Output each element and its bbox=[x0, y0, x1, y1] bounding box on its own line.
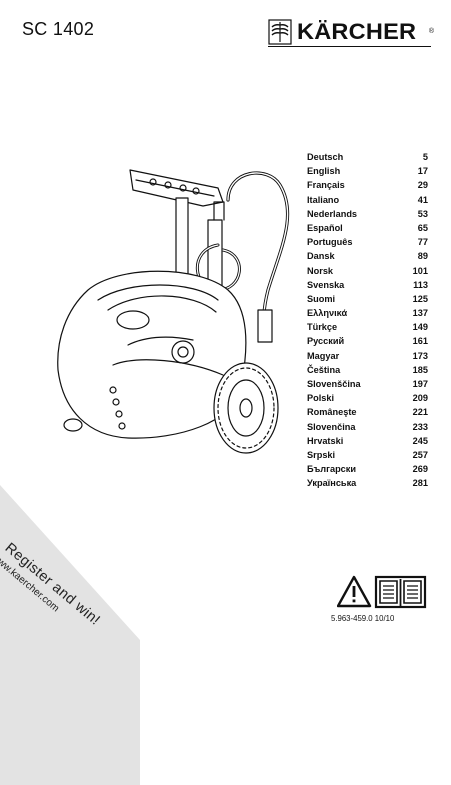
model-number: SC 1402 bbox=[22, 19, 95, 39]
register-banner-shape bbox=[0, 485, 140, 785]
manual-book-icon bbox=[374, 575, 427, 609]
steam-cleaner-illustration bbox=[57, 169, 290, 454]
karcher-emblem-icon bbox=[268, 19, 292, 45]
safety-icons bbox=[337, 575, 427, 609]
brand-name: KÄRCHER bbox=[297, 19, 417, 44]
registered-mark: ® bbox=[428, 28, 434, 35]
brand-logo: KÄRCHER ® bbox=[268, 16, 436, 48]
document-code: 5.963-459.0 10/10 bbox=[331, 614, 395, 623]
header-rule bbox=[268, 46, 431, 47]
warning-triangle-icon bbox=[337, 575, 372, 608]
